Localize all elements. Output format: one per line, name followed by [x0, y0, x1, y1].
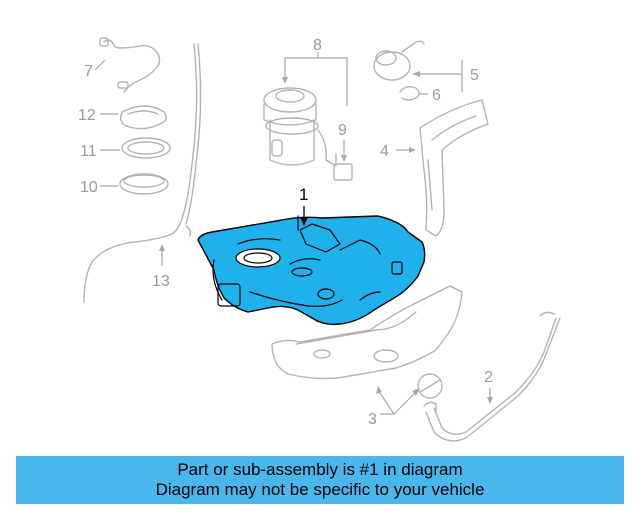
callout-5: 5 — [470, 67, 479, 84]
banner-line-disclaimer: Diagram may not be specific to your vehi… — [155, 480, 485, 499]
callout-4: 4 — [380, 143, 389, 160]
callout-7: 7 — [84, 63, 93, 80]
part-11-seal-ring — [121, 137, 171, 159]
callout-6: 6 — [432, 87, 441, 104]
part-3-heat-shield — [271, 285, 463, 380]
part-8-fuel-pump — [263, 87, 337, 167]
callout-10: 10 — [80, 179, 98, 196]
part-9-fuel-level-sender — [333, 153, 353, 181]
callout-2: 2 — [484, 369, 493, 386]
callout-11: 11 — [80, 143, 97, 160]
callout-3: 3 — [368, 411, 377, 428]
callout-12: 12 — [78, 107, 96, 124]
part-3-support-disc — [417, 373, 443, 399]
part-4-filler-neck — [419, 99, 489, 237]
part-10-lock-ring — [119, 173, 169, 195]
callout-13: 13 — [152, 273, 170, 290]
callout-8: 8 — [313, 37, 322, 54]
part-12-gasket — [119, 105, 167, 130]
info-banner: Part or sub-assembly is #1 in diagram Di… — [16, 456, 624, 504]
callout-1: 1 — [299, 185, 308, 204]
banner-line-part-number: Part or sub-assembly is #1 in diagram — [177, 460, 463, 479]
part-7-wire-harness — [99, 37, 161, 93]
part-13-vent-line — [83, 43, 202, 303]
part-2-tank-strap — [423, 311, 561, 442]
part-6-clip — [399, 85, 420, 101]
part-1-fuel-tank[interactable] — [197, 215, 426, 326]
callout-9: 9 — [338, 122, 347, 139]
part-5-filler-cap — [373, 40, 425, 81]
